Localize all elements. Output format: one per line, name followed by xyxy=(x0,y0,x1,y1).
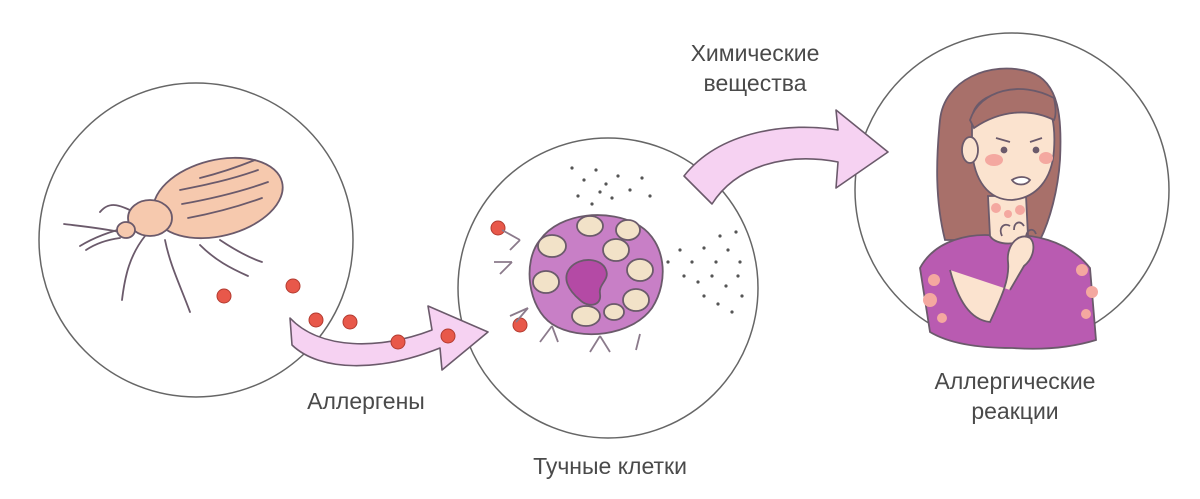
allergen-particle-icon xyxy=(490,220,506,236)
allergen-particle-icon xyxy=(512,317,528,333)
label-chemicals: Химические вещества xyxy=(660,38,850,98)
woman-scratching-icon xyxy=(919,67,1098,350)
circle-bedbug xyxy=(38,82,354,398)
allergen-particle-icon xyxy=(440,328,456,344)
label-chemicals-line2: вещества xyxy=(703,70,807,96)
label-mast-cells: Тучные клетки xyxy=(533,453,687,479)
allergen-particle-icon xyxy=(308,312,324,328)
mast-cell-icon xyxy=(494,214,664,353)
label-reactions-line1: Аллергические xyxy=(934,368,1096,394)
allergen-particle-icon xyxy=(342,314,358,330)
label-allergens: Аллергены xyxy=(307,388,425,414)
chemical-particles xyxy=(570,166,744,314)
arrow-allergens xyxy=(289,305,489,371)
label-chemicals-line1: Химические xyxy=(690,40,820,66)
allergen-particle-icon xyxy=(390,334,406,350)
label-reactions: Аллергические реакции xyxy=(895,366,1135,426)
allergen-particle-icon xyxy=(216,288,232,304)
bed-bug-icon xyxy=(63,156,284,313)
allergen-particles xyxy=(216,220,528,350)
label-reactions-line2: реакции xyxy=(971,398,1059,424)
arrow-chemicals xyxy=(683,109,889,205)
allergen-particle-icon xyxy=(285,278,301,294)
